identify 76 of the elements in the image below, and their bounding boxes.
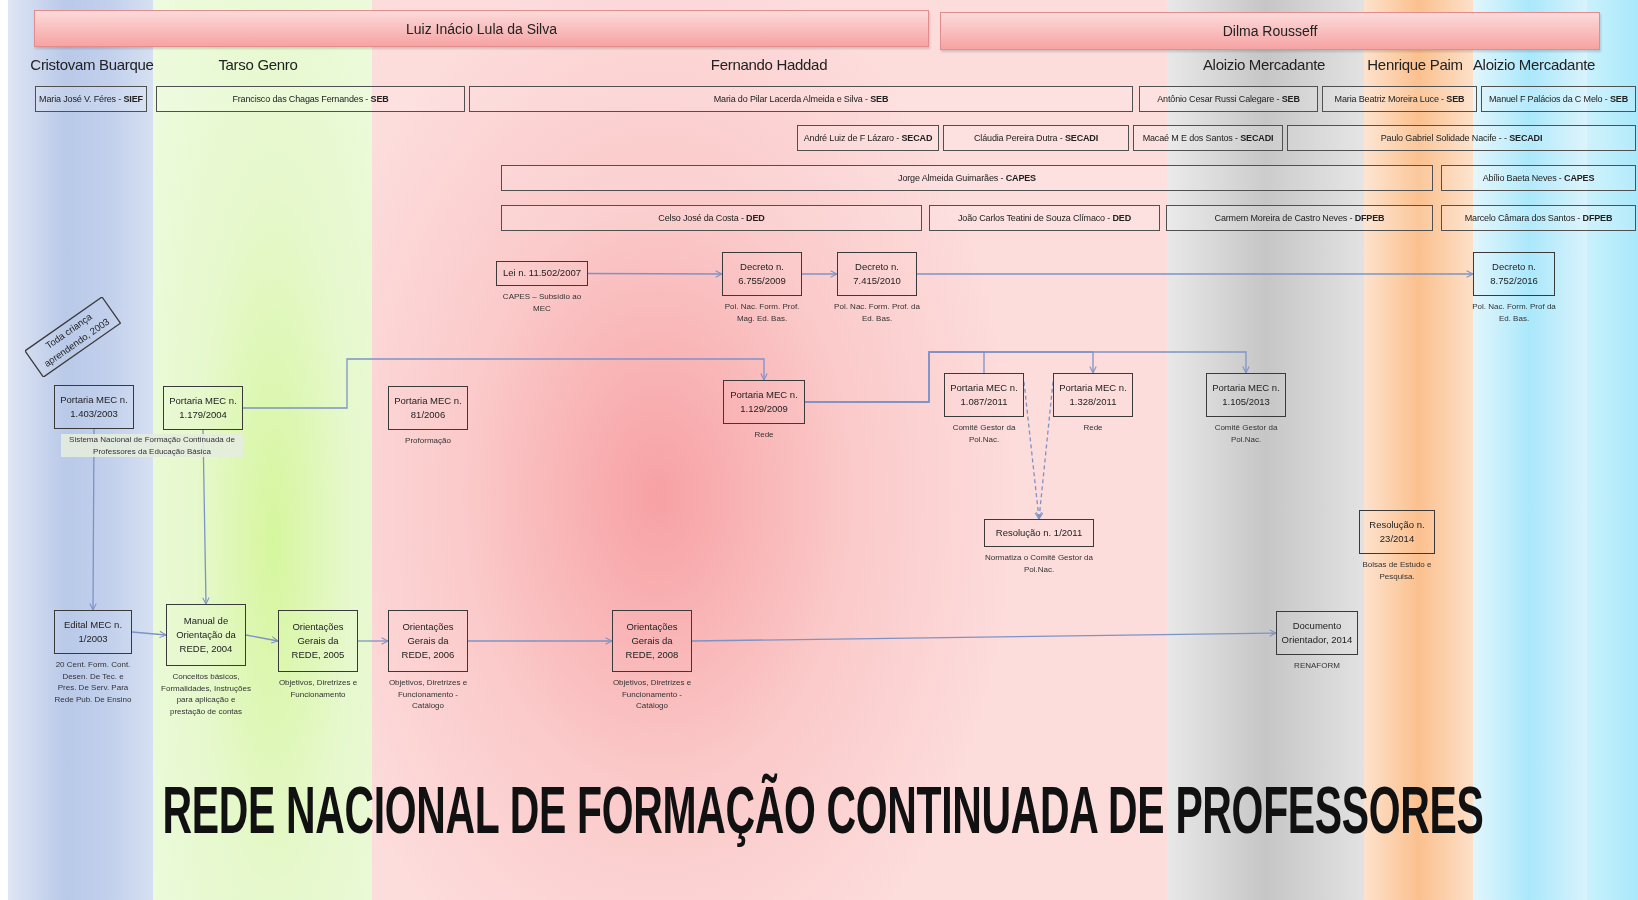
- box-caption: Pol. Nac. Form. Prof da Ed. Bas.: [1471, 301, 1557, 325]
- box-caption: Comitê Gestor da Pol.Nac.: [1213, 422, 1279, 446]
- document-box: Portaria MEC n. 1.179/2004: [163, 386, 243, 430]
- term-bar: Luiz Inácio Lula da Silva: [34, 10, 929, 47]
- document-box: Decreto n. 7.415/2010: [837, 252, 917, 296]
- box-caption: Objetivos, Diretrizes e Funcionamento - Catálogo: [611, 677, 693, 712]
- term-bar: Dilma Rousseff: [940, 12, 1600, 50]
- arrow: [467, 637, 613, 645]
- box-caption: Bolsas de Estudo e Pesquisa.: [1361, 559, 1433, 583]
- minister-name: Aloizio Mercadante: [1202, 56, 1326, 73]
- box-caption: RENAFORM: [1293, 660, 1341, 672]
- document-box: Lei n. 11.502/2007: [496, 261, 588, 286]
- box-caption: 20 Cent. Form. Cont. Desen. De Tec. e Pres. De Serv. Para Rede Pub. De Ensino: [53, 659, 133, 706]
- office-box: Maria Beatriz Moreira Luce - SEB: [1322, 86, 1477, 112]
- office-box: Macaé M E dos Santos - SECADI: [1133, 125, 1283, 151]
- document-box: Portaria MEC n. 1.105/2013: [1206, 373, 1286, 417]
- document-box: Documento Orientador, 2014: [1276, 611, 1358, 655]
- box-caption: Rede: [1082, 422, 1104, 434]
- minister-name: Fernando Haddad: [710, 56, 828, 73]
- document-box: Decreto n. 6.755/2009: [722, 252, 802, 296]
- diagram-title: REDE NACIONAL DE FORMAÇÃO CONTINUADA DE PROFESSORES: [162, 772, 1484, 848]
- document-box: Edital MEC n. 1/2003: [54, 610, 132, 654]
- arrow: [1035, 381, 1054, 520]
- arrow: [357, 637, 389, 645]
- minister-name: Tarso Genro: [218, 56, 298, 73]
- box-caption: Proformação: [404, 435, 452, 447]
- arrow: [801, 270, 838, 278]
- document-box: Portaria MEC n. 81/2006: [388, 386, 468, 430]
- document-box: Portaria MEC n. 1.403/2003: [54, 385, 134, 429]
- arrow: [804, 351, 1250, 403]
- office-box: Abílio Baeta Neves - CAPES: [1441, 165, 1636, 191]
- arrow: [131, 630, 167, 639]
- arrow: [242, 358, 768, 409]
- arrow: [916, 270, 1474, 278]
- box-caption: CAPES – Subsídio ao MEC: [502, 291, 582, 315]
- office-box: André Luiz de F Lázaro - SECAD: [797, 125, 939, 151]
- office-box: Manuel F Palácios da C Melo - SEB: [1481, 86, 1636, 112]
- document-box: Orientações Gerais da REDE, 2005: [278, 610, 358, 672]
- box-caption: Conceitos básicos, Formalidades, Instruções para aplicação e prestação de contas: [160, 671, 252, 718]
- arrow: [691, 629, 1277, 642]
- document-box: Portaria MEC n. 1.129/2009: [723, 380, 805, 424]
- document-box: Portaria MEC n. 1.328/2011: [1053, 373, 1133, 417]
- arrow: [587, 270, 723, 278]
- document-box: Resolução n. 23/2014: [1359, 510, 1435, 554]
- office-box: Paulo Gabriel Solidade Nacife - - SECADI: [1287, 125, 1636, 151]
- office-box: João Carlos Teatini de Souza Clímaco - DED: [929, 205, 1160, 231]
- document-box: Manual de Orientação da REDE, 2004: [166, 604, 246, 666]
- document-box: Decreto n. 8.752/2016: [1473, 252, 1555, 296]
- arrow: [1023, 381, 1042, 520]
- minister-name: Cristovam Buarque: [30, 56, 154, 73]
- arrow: [89, 428, 97, 611]
- arrow: [245, 634, 279, 644]
- document-box: Orientações Gerais da REDE, 2008: [612, 610, 692, 672]
- box-caption: Objetivos, Diretrizes e Funcionamento: [277, 677, 359, 701]
- document-box: Orientações Gerais da REDE, 2006: [388, 610, 468, 672]
- office-box: Celso José da Costa - DED: [501, 205, 922, 231]
- box-caption: Normatiza o Comitê Gestor da Pol.Nac.: [983, 552, 1094, 576]
- office-box: Francisco das Chagas Fernandes - SEB: [156, 86, 465, 112]
- office-box: Maria José V. Féres - SIEF: [35, 86, 147, 112]
- office-box: Cláudia Pereira Dutra - SECADI: [943, 125, 1129, 151]
- document-box: Portaria MEC n. 1.087/2011: [944, 373, 1024, 417]
- minister-name: Henrique Paim: [1367, 56, 1463, 73]
- minister-name: Aloizio Mercadante: [1472, 56, 1596, 73]
- box-caption: Pol. Nac. Form. Prof. da Ed. Bas.: [833, 301, 921, 325]
- office-box: Marcelo Câmara dos Santos - DFPEB: [1441, 205, 1636, 231]
- arrow: [202, 429, 210, 605]
- box-caption: Objetivos, Diretrizes e Funcionamento - Catálogo: [387, 677, 469, 712]
- document-box: Resolução n. 1/2011: [984, 519, 1094, 547]
- box-caption: Rede: [753, 429, 775, 441]
- box-caption: Sistema Nacional de Formação Continuada de Professores da Educação Básica: [61, 434, 243, 458]
- office-box: Carmem Moreira de Castro Neves - DFPEB: [1166, 205, 1433, 231]
- box-caption: Pol. Nac. Form. Prof. Mag. Ed. Bas.: [723, 301, 801, 325]
- office-box: Maria do Pilar Lacerda Almeida e Silva - SEB: [469, 86, 1133, 112]
- office-box: Antônio Cesar Russi Calegare - SEB: [1139, 86, 1318, 112]
- box-caption: Comitê Gestor da Pol.Nac.: [951, 422, 1017, 446]
- office-box: Jorge Almeida Guimarães - CAPES: [501, 165, 1433, 191]
